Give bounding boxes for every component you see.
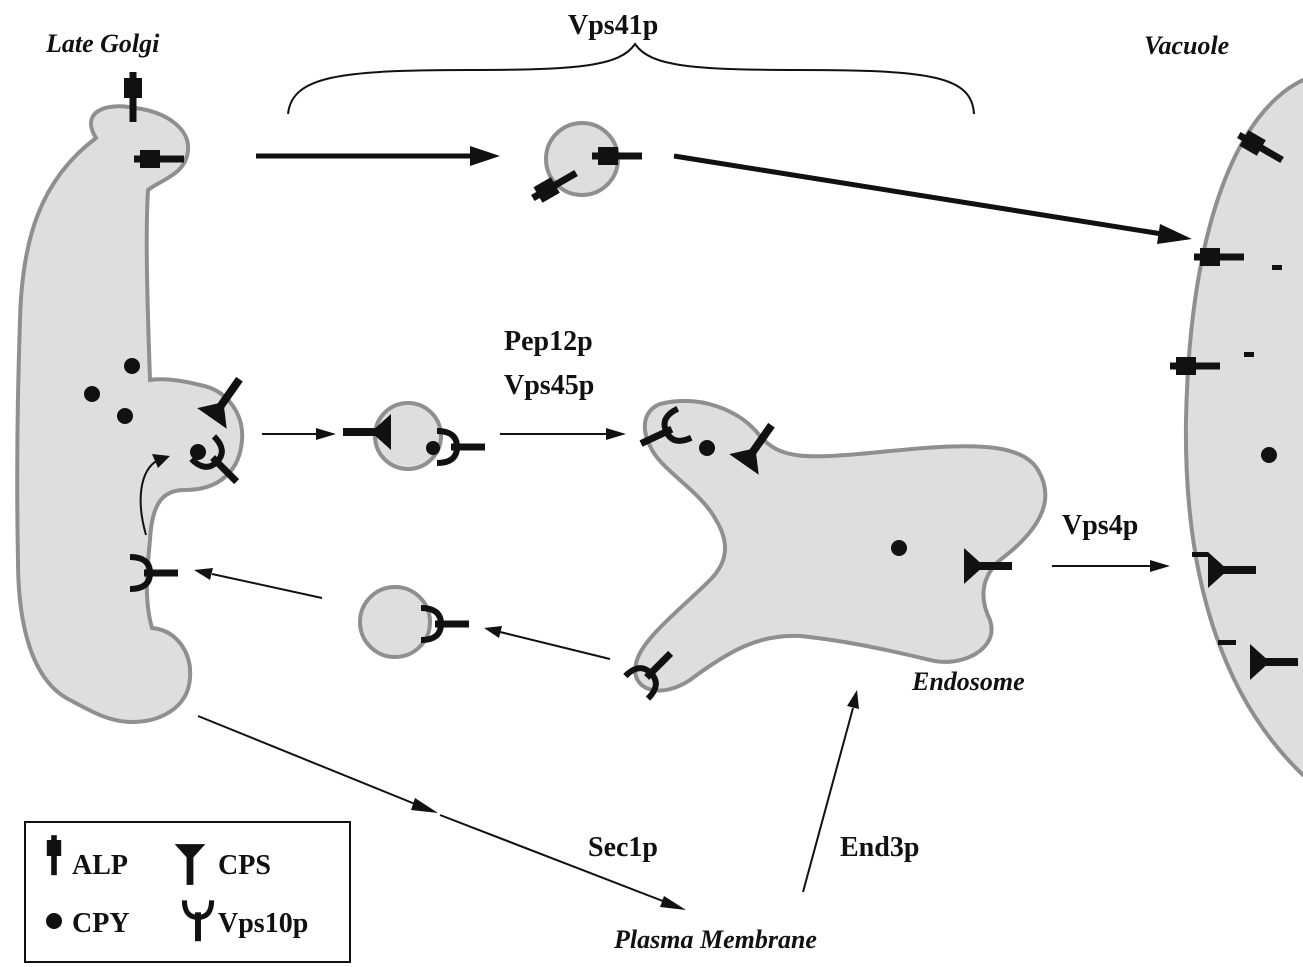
cps-fragment-vacuole-1 xyxy=(1192,552,1208,557)
alp-fragment-vacuole-1 xyxy=(1272,265,1282,270)
late-golgi-label: Late Golgi xyxy=(45,29,160,58)
endosome-label: Endosome xyxy=(911,667,1025,696)
sec1p-label: Sec1p xyxy=(588,832,658,863)
cpy-dot-endosome-1 xyxy=(699,440,715,456)
arrow-golgi-to-cps-vesicle xyxy=(262,428,336,440)
cpy-dot-golgi-1 xyxy=(124,358,140,374)
vps41p-brace xyxy=(288,44,974,114)
legend-box xyxy=(25,822,350,962)
vacuole-label: Vacuole xyxy=(1144,31,1229,60)
vacuole-compartment xyxy=(1186,80,1303,775)
cpy-dot-golgi-3 xyxy=(117,408,133,424)
arrow-retrograde-vesicle-to-golgi xyxy=(194,568,322,598)
alp-fragment-vacuole-2 xyxy=(1244,352,1254,357)
end3p-label: End3p xyxy=(840,832,919,863)
pep12p-label: Pep12p xyxy=(504,326,593,357)
cps-fragment-vacuole-2 xyxy=(1218,640,1236,645)
vps45p-label: Vps45p xyxy=(504,370,594,401)
retrograde-vesicle xyxy=(360,587,430,657)
arrow-endosome-to-vacuole xyxy=(1052,560,1170,572)
vps41p-label: Vps41p xyxy=(568,10,658,41)
alp-marker-vesicle-horizontal xyxy=(592,147,642,165)
cpy-dot-golgi-2 xyxy=(84,386,100,402)
legend-cps-label: CPS xyxy=(218,850,271,881)
legend-cpy-symbol xyxy=(46,913,62,929)
cpy-dot-endosome-2 xyxy=(891,540,907,556)
legend-vps10p-label: Vps10p xyxy=(218,908,308,939)
arrow-alp-vesicle-to-vacuole xyxy=(674,156,1192,244)
cpy-dot-vesicle xyxy=(426,441,440,455)
endosome-compartment xyxy=(635,401,1045,691)
arrow-endosome-to-retrograde-vesicle xyxy=(484,626,610,659)
arrow-cps-vesicle-to-endosome xyxy=(500,428,626,440)
vps4p-label: Vps4p xyxy=(1062,510,1138,541)
legend-cpy-label: CPY xyxy=(72,908,130,939)
arrow-golgi-to-plasma-membrane-a xyxy=(198,716,438,813)
cpy-dot-vacuole xyxy=(1261,447,1277,463)
vps10p-marker-vesicle xyxy=(437,431,485,463)
legend: ALP CPS CPY Vps10p xyxy=(25,822,350,962)
cpy-dot-golgi-bud xyxy=(190,444,206,460)
legend-alp-label: ALP xyxy=(72,850,128,881)
arrow-golgi-to-alp-vesicle xyxy=(256,146,500,166)
plasma-membrane-label: Plasma Membrane xyxy=(613,925,817,954)
